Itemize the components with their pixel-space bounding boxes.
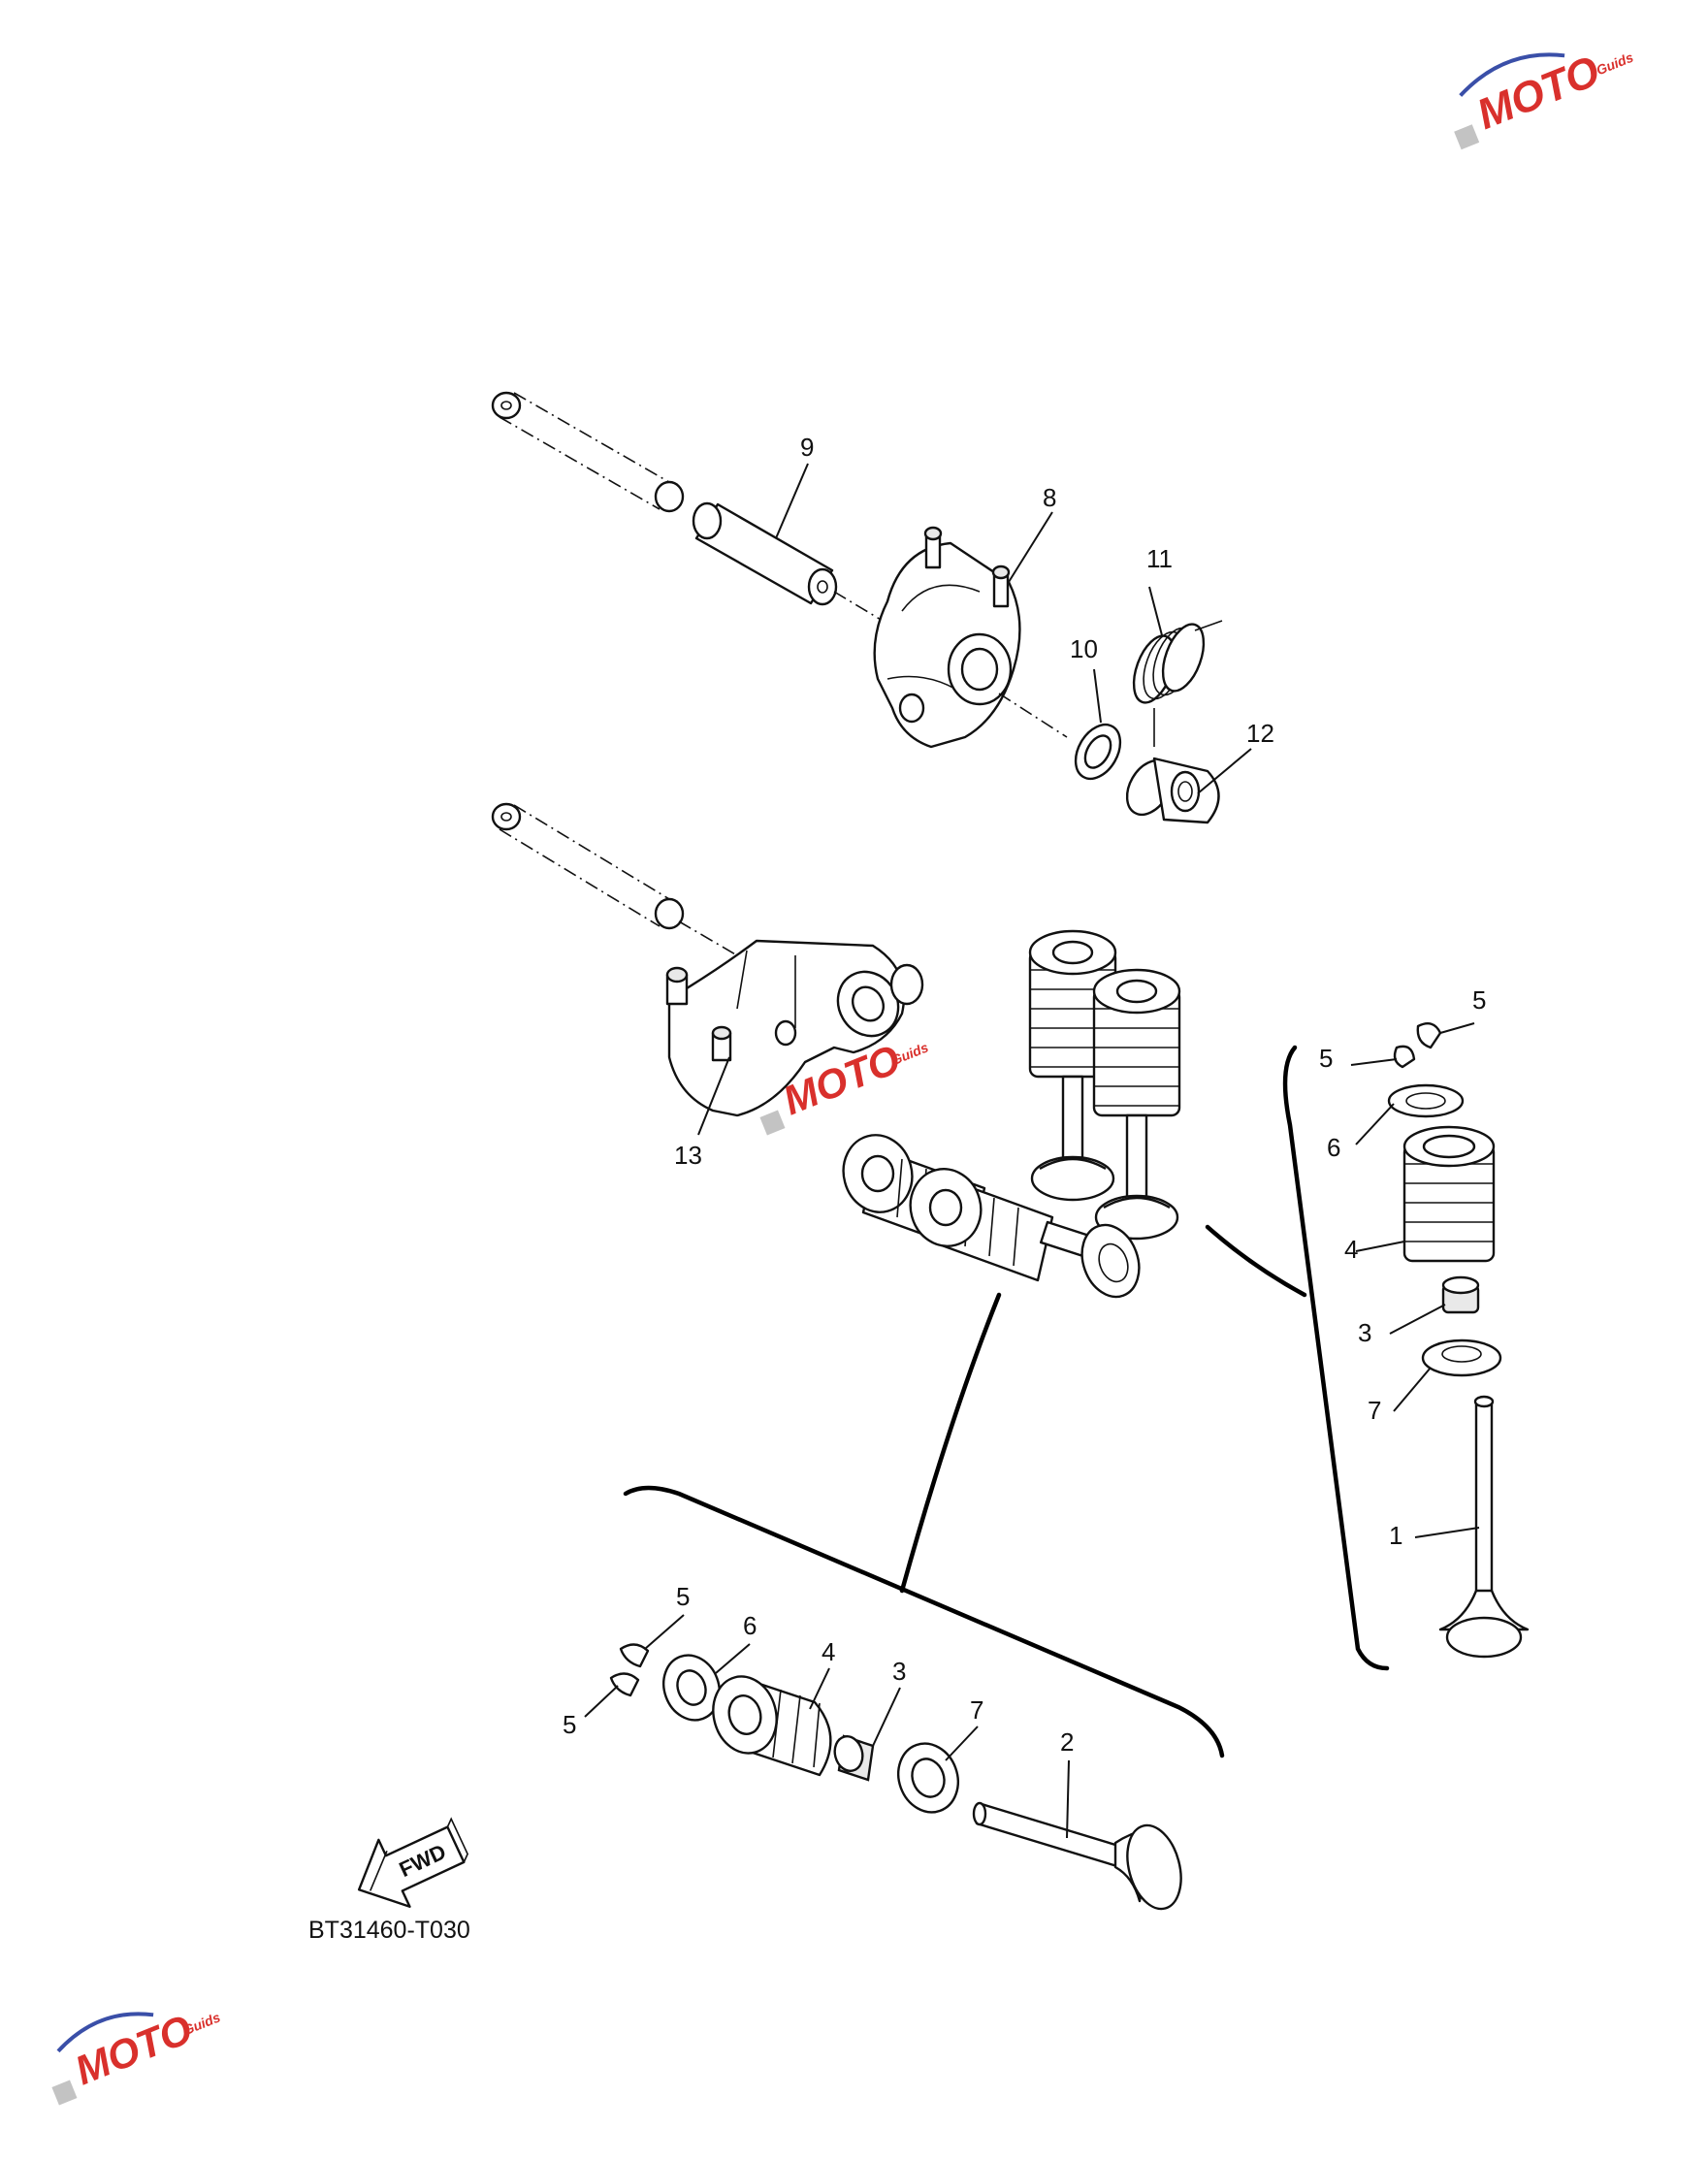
part-12-collar xyxy=(1125,757,1220,824)
fwd-arrow-icon: FWD xyxy=(357,1817,468,1908)
callout-right-5-a: 5 xyxy=(1472,985,1486,1015)
callout-bottom-2: 2 xyxy=(1060,1727,1074,1757)
part-5-keeper-bottom-a xyxy=(619,1643,650,1668)
callout-right-6: 6 xyxy=(1327,1133,1340,1162)
part-2-exhaust-valve xyxy=(972,1801,1182,1911)
svg-text:Guids: Guids xyxy=(1594,49,1635,79)
callout-bottom-6: 6 xyxy=(743,1611,757,1640)
callout-bottom-3: 3 xyxy=(892,1657,906,1686)
group-bracket-bottom xyxy=(623,1292,1225,1758)
callout-bottom-4: 4 xyxy=(822,1637,835,1666)
part-5-keeper-right-b xyxy=(1393,1045,1416,1069)
part-8-rocker-arm xyxy=(873,526,1068,749)
callout-13: 13 xyxy=(674,1141,702,1170)
assembled-valve-right xyxy=(1092,968,1181,1241)
rocker-shaft-upper xyxy=(491,391,685,513)
callout-right-3: 3 xyxy=(1358,1318,1371,1347)
callout-bottom-5-b: 5 xyxy=(563,1710,576,1739)
part-3-stem-seal-bottom xyxy=(833,1734,875,1782)
part-13-rocker-arm xyxy=(665,939,924,1117)
part-10-washer xyxy=(1074,723,1122,781)
part-3-stem-seal-right xyxy=(1441,1275,1480,1314)
svg-text:Guids: Guids xyxy=(181,2009,223,2038)
part-7-spring-seat-bottom xyxy=(897,1742,959,1814)
watermark-logo-bottom: MOTO Guids xyxy=(51,2006,223,2106)
callout-12: 12 xyxy=(1246,719,1274,748)
part-5-keeper-bottom-b xyxy=(609,1672,640,1697)
right-valve-set xyxy=(1387,1022,1530,1659)
part-6-retainer-bottom xyxy=(662,1654,721,1722)
callout-right-5-b: 5 xyxy=(1319,1044,1333,1073)
bottom-valve-set xyxy=(609,1643,1182,1911)
assembled-valve-horizontal-front xyxy=(909,1168,1141,1299)
callout-9: 9 xyxy=(800,433,814,462)
part-1-intake-valve xyxy=(1438,1395,1530,1659)
part-11-torsion-spring xyxy=(1132,620,1223,747)
svg-text:MOTO: MOTO xyxy=(1470,47,1606,139)
part-9-rocker-shaft xyxy=(692,501,908,636)
svg-text:MOTO: MOTO xyxy=(69,2006,199,2093)
callout-11: 11 xyxy=(1146,544,1173,573)
callout-right-7: 7 xyxy=(1368,1396,1381,1425)
part-5-keeper-right-a xyxy=(1416,1022,1442,1049)
part-4-spring-right xyxy=(1402,1125,1496,1263)
callout-bottom-7: 7 xyxy=(970,1695,983,1725)
part-4-spring-bottom xyxy=(712,1675,832,1777)
callout-8: 8 xyxy=(1043,483,1056,512)
callout-right-1: 1 xyxy=(1389,1521,1402,1550)
svg-text:Guids: Guids xyxy=(889,1039,931,1068)
rocker-shaft-lower xyxy=(491,802,738,956)
leader-lines xyxy=(584,463,1480,1839)
group-bracket-right xyxy=(1205,1045,1390,1671)
watermark-logo-top: MOTO Guids xyxy=(1454,47,1635,150)
callout-10: 10 xyxy=(1070,634,1098,663)
diagram-code: BT31460-T030 xyxy=(308,1917,470,1944)
part-7-spring-seat-right xyxy=(1421,1339,1502,1377)
callout-right-4: 4 xyxy=(1344,1235,1358,1264)
callout-bottom-5-a: 5 xyxy=(676,1582,690,1611)
callout-numbers: 9 8 11 10 12 13 5 5 6 4 3 7 1 5 5 6 4 3 … xyxy=(563,433,1486,1757)
part-6-retainer-right xyxy=(1387,1083,1465,1118)
